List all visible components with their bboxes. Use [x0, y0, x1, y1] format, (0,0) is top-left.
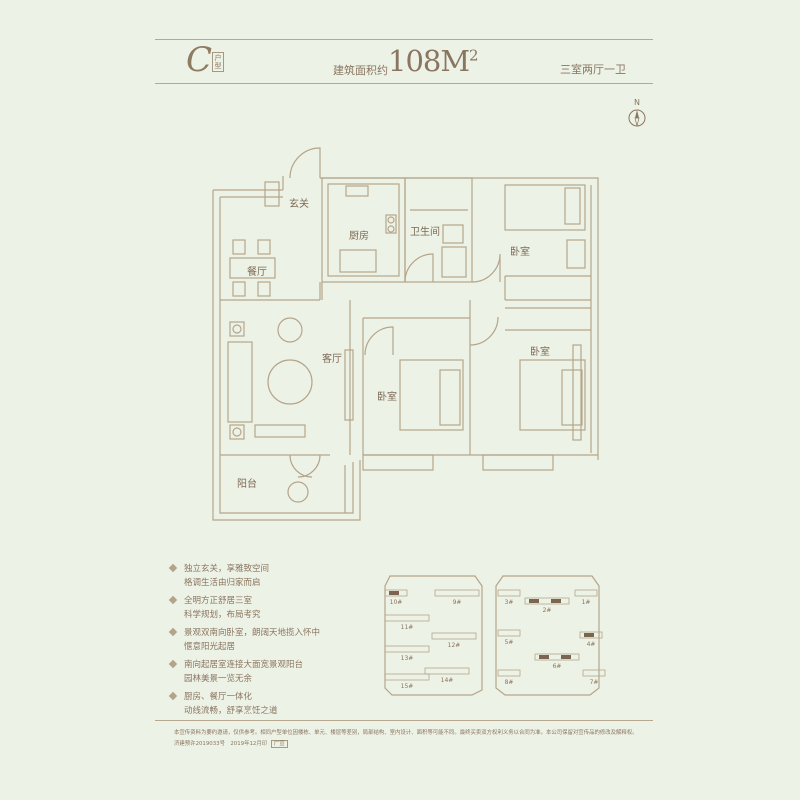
site-building: 15# — [384, 673, 430, 690]
building-label: 1# — [582, 599, 591, 606]
highlighted-unit — [529, 599, 539, 603]
compass-north-label: N — [634, 98, 640, 107]
site-building: 2# — [524, 597, 570, 614]
building-label: 11# — [401, 624, 414, 631]
unit-letter: C — [186, 40, 213, 80]
highlighted-unit — [561, 655, 571, 659]
building-label: 3# — [505, 599, 514, 606]
building-label: 14# — [441, 677, 454, 684]
building-label: 6# — [553, 663, 562, 670]
building-label: 2# — [543, 607, 552, 614]
site-building: 4# — [579, 631, 603, 648]
compass: N — [626, 98, 648, 132]
footer-permit-text: 济建预许2019033号 2019年12月印 — [174, 741, 268, 747]
room-label-bedroom-se: 卧室 — [530, 347, 550, 358]
feature-item: 景观双南向卧室，朗阔天地揽入怀中惬意阳光起居 — [168, 626, 321, 654]
site-building: 8# — [497, 669, 521, 686]
highlighted-unit — [584, 633, 594, 637]
feature-line2: 惬意阳光起居 — [184, 642, 236, 652]
area-label: 建筑面积约 — [333, 64, 388, 77]
site-plan: 10# 9# 11# 12# 13# 15# 14# 3# 2# 1# 5# 4# 6# 8# 7# — [384, 575, 606, 696]
footer-tag: 广宣 — [270, 740, 288, 748]
feature-item: 全明方正舒居三室科学规划，布局考究 — [168, 594, 261, 622]
site-building: 12# — [431, 632, 477, 649]
site-building: 10# — [384, 589, 408, 606]
site-building: 5# — [497, 629, 521, 646]
room-label-dining: 餐厅 — [247, 267, 267, 278]
area-number: 108M — [388, 44, 470, 78]
area-value: 108M2 — [388, 44, 479, 78]
feature-line2: 动线流畅，舒享烹饪之道 — [184, 706, 278, 716]
building-label: 12# — [448, 642, 461, 649]
highlighted-unit — [551, 599, 561, 603]
area-unit-sup: 2 — [469, 46, 478, 65]
floor-plan — [212, 147, 599, 521]
room-label-living: 客厅 — [322, 354, 342, 365]
building-label: 9# — [453, 599, 462, 606]
highlighted-unit — [389, 591, 399, 595]
feature-line2: 科学规划，布局考究 — [184, 610, 261, 620]
site-building: 6# — [534, 653, 580, 670]
site-building: 3# — [497, 589, 521, 606]
building-label: 5# — [505, 639, 514, 646]
building-label: 13# — [401, 655, 414, 662]
site-building: 7# — [582, 669, 606, 686]
room-label-bathroom: 卫生间 — [410, 227, 440, 238]
room-label-balcony: 阳台 — [237, 479, 257, 490]
building-label: 15# — [401, 683, 414, 690]
feature-line1: 独立玄关，享雅致空间 — [184, 564, 270, 574]
feature-line2: 格调生活由归家而启 — [184, 578, 261, 588]
compass-icon — [628, 109, 646, 127]
feature-line1: 厨房、餐厅一体化 — [184, 692, 253, 702]
feature-item: 独立玄关，享雅致空间格调生活由归家而启 — [168, 562, 270, 590]
site-building: 9# — [434, 589, 480, 606]
site-building: 1# — [574, 589, 598, 606]
footer-rule — [155, 720, 653, 721]
building-label: 4# — [587, 641, 596, 648]
site-building: 14# — [424, 667, 470, 684]
site-building: 13# — [384, 645, 430, 662]
feature-line1: 全明方正舒居三室 — [184, 596, 253, 606]
footer-permit: 济建预许2019033号 2019年12月印 广宣 — [174, 739, 288, 748]
building-label: 7# — [590, 679, 599, 686]
footer-disclaimer: 本宣传资料为要约邀请，仅供参考。相同户型单位因楼栋、单元、楼层等差别，局部结构、… — [174, 730, 638, 736]
header-top-rule — [155, 39, 653, 40]
building-label: 8# — [505, 679, 514, 686]
layout-type: 三室两厅一卫 — [560, 63, 626, 76]
site-building: 11# — [384, 614, 430, 631]
room-label-bedroom-ne: 卧室 — [510, 247, 530, 258]
header-bottom-rule — [155, 83, 653, 84]
feature-item: 南向起居室连接大面宽景观阳台园林美景一览无余 — [168, 658, 304, 686]
unit-tag: 户型 — [212, 52, 224, 72]
room-label-entry: 玄关 — [289, 199, 309, 210]
feature-item: 厨房、餐厅一体化动线流畅，舒享烹饪之道 — [168, 690, 278, 718]
highlighted-unit — [539, 655, 549, 659]
feature-line1: 景观双南向卧室，朗阔天地揽入怀中 — [184, 628, 321, 638]
feature-line2: 园林美景一览无余 — [184, 674, 253, 684]
feature-line1: 南向起居室连接大面宽景观阳台 — [184, 660, 304, 670]
room-label-kitchen: 厨房 — [349, 231, 369, 242]
building-label: 10# — [390, 599, 403, 606]
room-label-bedroom-s: 卧室 — [377, 392, 397, 403]
